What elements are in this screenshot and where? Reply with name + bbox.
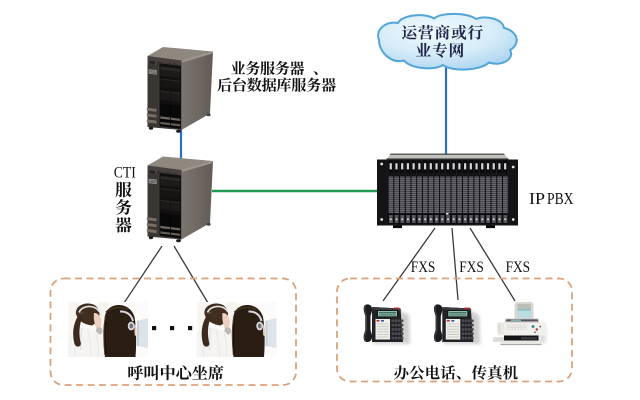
svg-text:FXS: FXS <box>459 259 484 276</box>
svg-text:CTI: CTI <box>114 165 136 182</box>
svg-text:PBX: PBX <box>547 189 574 208</box>
svg-text:FXS: FXS <box>411 259 436 276</box>
svg-text:FXS: FXS <box>506 259 530 276</box>
svg-text:IP: IP <box>529 189 545 208</box>
